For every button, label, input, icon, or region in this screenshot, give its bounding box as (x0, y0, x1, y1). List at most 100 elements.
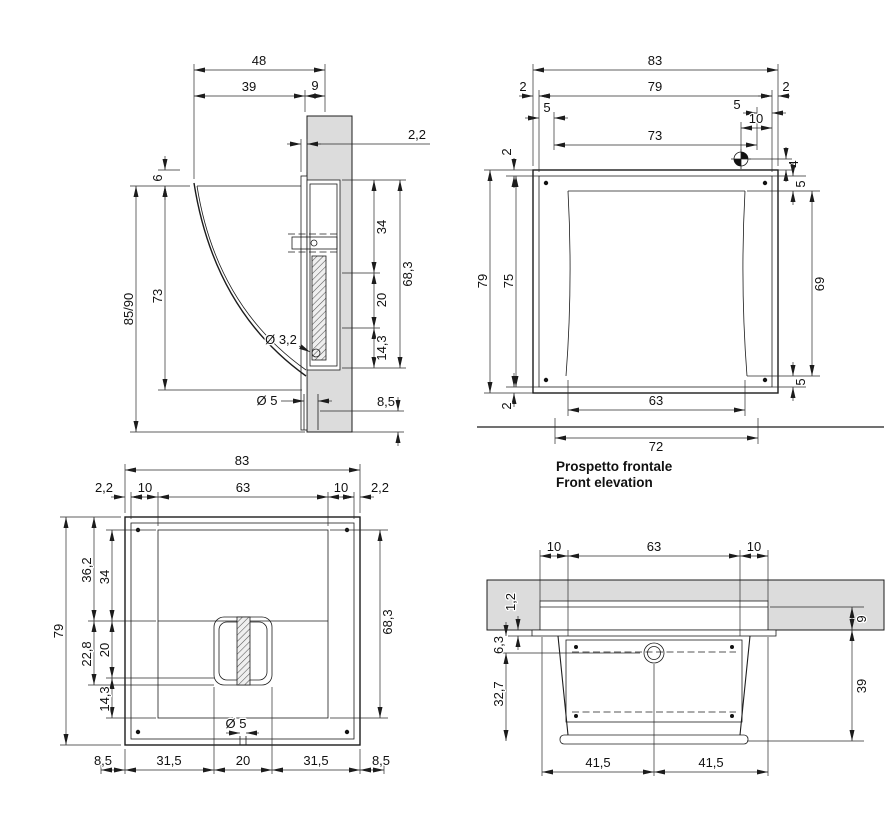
dim-32-7: 32,7 (491, 681, 506, 706)
caption-italian: Prospetto frontale (556, 459, 673, 474)
screw-dot (344, 729, 350, 735)
dim-39: 39 (854, 679, 869, 693)
screw-hole-3-2 (311, 348, 321, 358)
dim-79: 79 (475, 274, 490, 288)
dim-dia-5: Ø 5 (257, 393, 278, 408)
screw-dot (730, 714, 734, 718)
caption-english: Front elevation (556, 475, 653, 490)
screw-dot (762, 377, 768, 383)
grip-column-hatched (236, 616, 251, 686)
dim-2-2: 2,2 (371, 480, 389, 495)
dim-69: 69 (812, 277, 827, 291)
dim-79: 79 (648, 79, 662, 94)
dim-39: 39 (242, 79, 256, 94)
latch-mechanism (291, 236, 338, 250)
dim-5: 5 (543, 100, 550, 115)
frame-inner (130, 522, 355, 740)
opening-rect (157, 529, 329, 719)
dim-9: 9 (311, 78, 318, 93)
screw-dot (574, 645, 578, 649)
dim-83: 83 (648, 53, 662, 68)
housing-inner-line (309, 183, 338, 367)
flap-right-edge (742, 190, 748, 377)
side-section-view: 48 39 9 2,2 6 85/90 73 34 20 14,3 68,3 Ø… (120, 52, 430, 446)
datum-target-quadrant (734, 159, 741, 166)
dim-41-5: 41,5 (585, 755, 610, 770)
dim-41-5: 41,5 (698, 755, 723, 770)
dim-73: 73 (150, 289, 165, 303)
dim-5: 5 (793, 180, 808, 187)
mechanism-screw (310, 239, 318, 247)
flap-inner-curve (196, 185, 307, 371)
screw-dot (135, 729, 141, 735)
frame-outer (532, 169, 779, 394)
screw-dot (543, 180, 549, 186)
dim-10: 10 (747, 539, 761, 554)
open-flap-section-view: 10 63 10 1,2 6,3 32,7 9 39 41,5 41,5 (486, 538, 885, 776)
dim-1-2: 1,2 (503, 593, 518, 611)
dim-22-8: 22,8 (79, 641, 94, 666)
dim-75: 75 (501, 274, 516, 288)
dim-2: 2 (782, 79, 789, 94)
dim-9: 9 (854, 615, 869, 622)
dim-63: 63 (649, 393, 663, 408)
dim-2-2: 2,2 (95, 480, 113, 495)
flap-left-edge (565, 190, 571, 377)
dim-72: 72 (649, 439, 663, 454)
dim-31-5: 31,5 (156, 753, 181, 768)
flap-side-left (557, 635, 569, 736)
dim-63: 63 (236, 480, 250, 495)
dim-dia-5: Ø 5 (226, 716, 247, 731)
dim-4: 4 (786, 160, 801, 167)
dim-6: 6 (150, 174, 165, 181)
dim-10: 10 (138, 480, 152, 495)
hole-outer (643, 642, 665, 664)
dim-2: 2 (499, 402, 514, 409)
dim-8-5: 8,5 (377, 394, 395, 409)
front-flange (300, 175, 308, 431)
dim-20: 20 (97, 643, 112, 657)
dim-5: 5 (793, 378, 808, 385)
housing-channel (539, 600, 769, 631)
dim-6-3: 6,3 (491, 636, 506, 654)
flap-outer-curve (193, 182, 307, 377)
grip-column-hatched (311, 255, 327, 361)
dim-68-3: 68,3 (380, 609, 395, 634)
screw-dot (762, 180, 768, 186)
dim-83: 83 (235, 453, 249, 468)
dim-5: 5 (733, 97, 740, 112)
dim-85-90: 85/90 (121, 293, 136, 326)
hole-inner (647, 646, 661, 660)
screw-dot (730, 645, 734, 649)
dim-34: 34 (374, 220, 389, 234)
dim-20: 20 (374, 293, 389, 307)
back-plan-view: 83 2,2 10 63 10 2,2 79 36,2 34 20 22,8 1… (50, 452, 396, 774)
dim-14-3: 14,3 (97, 686, 112, 711)
screw-dot (543, 377, 549, 383)
dim-10: 10 (547, 539, 561, 554)
frame-inner (538, 175, 773, 388)
dim-36-2: 36,2 (79, 557, 94, 582)
frame-outer (124, 516, 361, 746)
dim-2: 2 (519, 79, 526, 94)
dim-10: 10 (334, 480, 348, 495)
dim-20: 20 (236, 753, 250, 768)
dim-68-3: 68,3 (400, 261, 415, 286)
dim-dia-3-2: Ø 3,2 (265, 332, 297, 347)
datum-target-quadrant (741, 152, 748, 159)
dim-8-5: 8,5 (372, 753, 390, 768)
dim-79: 79 (51, 624, 66, 638)
front-flange-plate (531, 629, 777, 637)
dim-10: 10 (749, 111, 763, 126)
dim-73: 73 (648, 128, 662, 143)
screw-dot (574, 714, 578, 718)
dim-2-2: 2,2 (408, 127, 426, 142)
dim-63: 63 (647, 539, 661, 554)
front-elevation-view: 83 79 2 2 5 5 73 10 4 2 79 75 5 69 5 2 (474, 52, 884, 491)
dim-14-3: 14,3 (374, 335, 389, 360)
leader-arrow (298, 344, 311, 353)
dim-8-5: 8,5 (94, 753, 112, 768)
flap-side-right (739, 635, 751, 736)
